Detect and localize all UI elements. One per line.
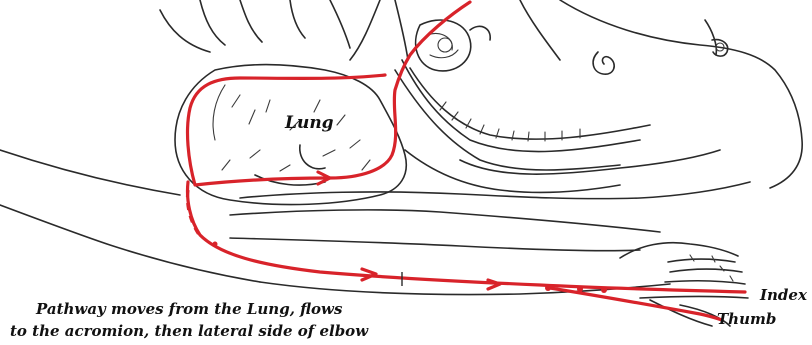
lung-label: Lung [284,113,334,133]
head-sketch [520,0,802,188]
trachea-sketch [395,60,720,174]
neck-sketch [160,0,490,71]
thumb-label: Thumb [717,310,776,328]
acupoint-4 [601,287,607,293]
acupoint-3 [577,286,583,292]
caption-line-1: Pathway moves from the Lung, flows [35,300,343,318]
acupoint-2 [545,285,551,291]
lung-meridian-pathway [188,2,746,320]
index-label: Index [759,286,808,304]
acupoint-1 [213,242,218,247]
pathway-thumb-branch [550,288,722,320]
pathway-arm [188,182,746,292]
caption-line-2: to the acromion, then lateral side of el… [10,322,369,340]
